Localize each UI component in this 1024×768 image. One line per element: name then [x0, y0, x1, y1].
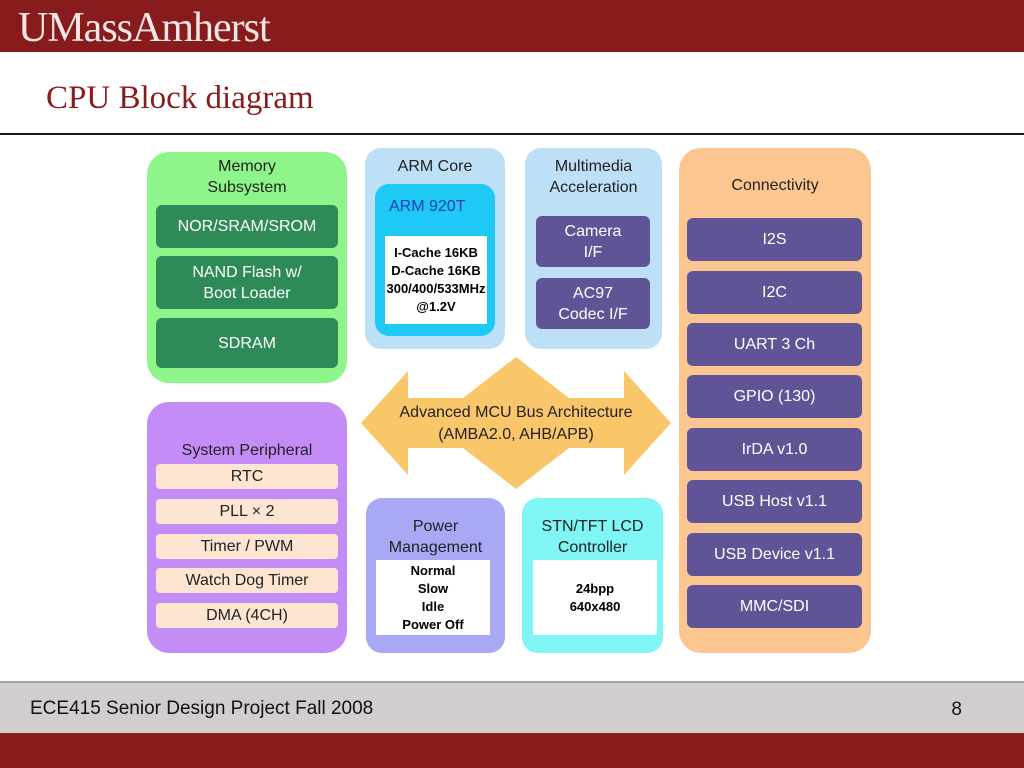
nand-flash-block: NAND Flash w/Boot Loader	[156, 256, 338, 309]
dma-block: DMA (4CH)	[156, 603, 338, 628]
gpio-block: GPIO (130)	[687, 375, 862, 418]
system-peripheral-title: System Peripheral	[181, 442, 313, 459]
timer-pwm-block: Timer / PWM	[156, 534, 338, 559]
bus-label: Advanced MCU Bus Architecture(AMBA2.0, A…	[399, 404, 633, 443]
connectivity-title: Connectivity	[731, 177, 819, 194]
nor-sram-srom-block: NOR/SRAM/SROM	[156, 205, 338, 248]
mmc-sdi-block: MMC/SDI	[687, 585, 862, 628]
arm-core-title: ARM Core	[397, 158, 473, 175]
footer-band	[0, 681, 1024, 733]
pll-block: PLL × 2	[156, 499, 338, 524]
system-peripheral-panel: System Peripheral RTC PLL × 2 Timer / PW…	[147, 402, 347, 653]
bus-arrow	[361, 357, 671, 489]
usb-device-block: USB Device v1.1	[687, 533, 862, 576]
connectivity-panel: Connectivity I2S I2C UART 3 Ch GPIO (130…	[679, 148, 871, 653]
title-divider	[0, 133, 1024, 135]
uart-block: UART 3 Ch	[687, 323, 862, 366]
watchdog-block: Watch Dog Timer	[156, 568, 338, 593]
university-logo: UMassAmherst	[18, 5, 271, 51]
arm-920t-label: ARM 920T	[389, 198, 466, 215]
header-bar: UMassAmherst	[0, 0, 1024, 52]
page-number: 8	[951, 699, 962, 720]
rtc-block: RTC	[156, 464, 338, 489]
usb-host-block: USB Host v1.1	[687, 480, 862, 523]
i2s-block: I2S	[687, 218, 862, 261]
footer-course-text: ECE415 Senior Design Project Fall 2008	[30, 698, 374, 719]
i2c-block: I2C	[687, 271, 862, 314]
footer-bottom-bar	[0, 733, 1024, 768]
page-title: CPU Block diagram	[46, 80, 314, 116]
irda-block: IrDA v1.0	[687, 428, 862, 471]
sdram-block: SDRAM	[156, 318, 338, 368]
